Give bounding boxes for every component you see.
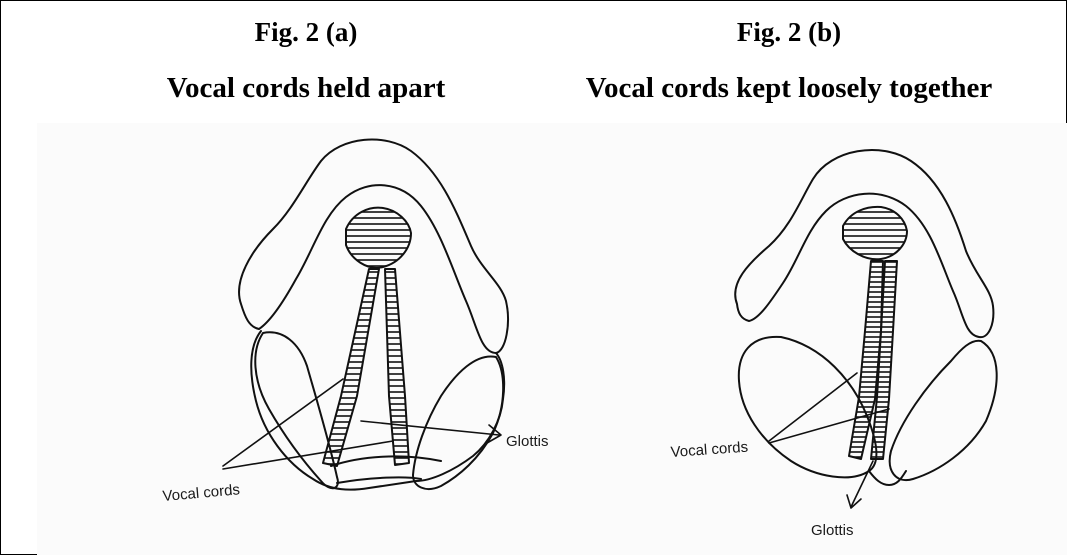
glottis-label-b: Glottis	[811, 522, 854, 539]
vocal-cords-label-b: Vocal cords	[670, 439, 749, 461]
vocal-cords-label-a: Vocal cords	[162, 481, 241, 505]
anterior-commissure-a	[346, 208, 411, 268]
cricoid-line-a	[331, 456, 441, 466]
larynx-diagram-a	[223, 140, 508, 490]
right-arytenoid-b	[890, 341, 997, 480]
left-vocal-cord-a	[323, 269, 379, 466]
right-vocal-cord-a	[385, 269, 409, 465]
larynx-diagram-b	[735, 150, 996, 508]
glottis-label-a: Glottis	[506, 433, 549, 450]
cricoid-b	[869, 471, 906, 485]
glottis-pointer-a	[361, 421, 499, 435]
left-arytenoid-a	[255, 332, 338, 488]
right-arytenoid-a	[413, 356, 503, 488]
glottis-pointer-b	[851, 461, 873, 507]
anterior-commissure-b	[843, 207, 907, 259]
thyroid-cartilage-a	[251, 331, 504, 490]
